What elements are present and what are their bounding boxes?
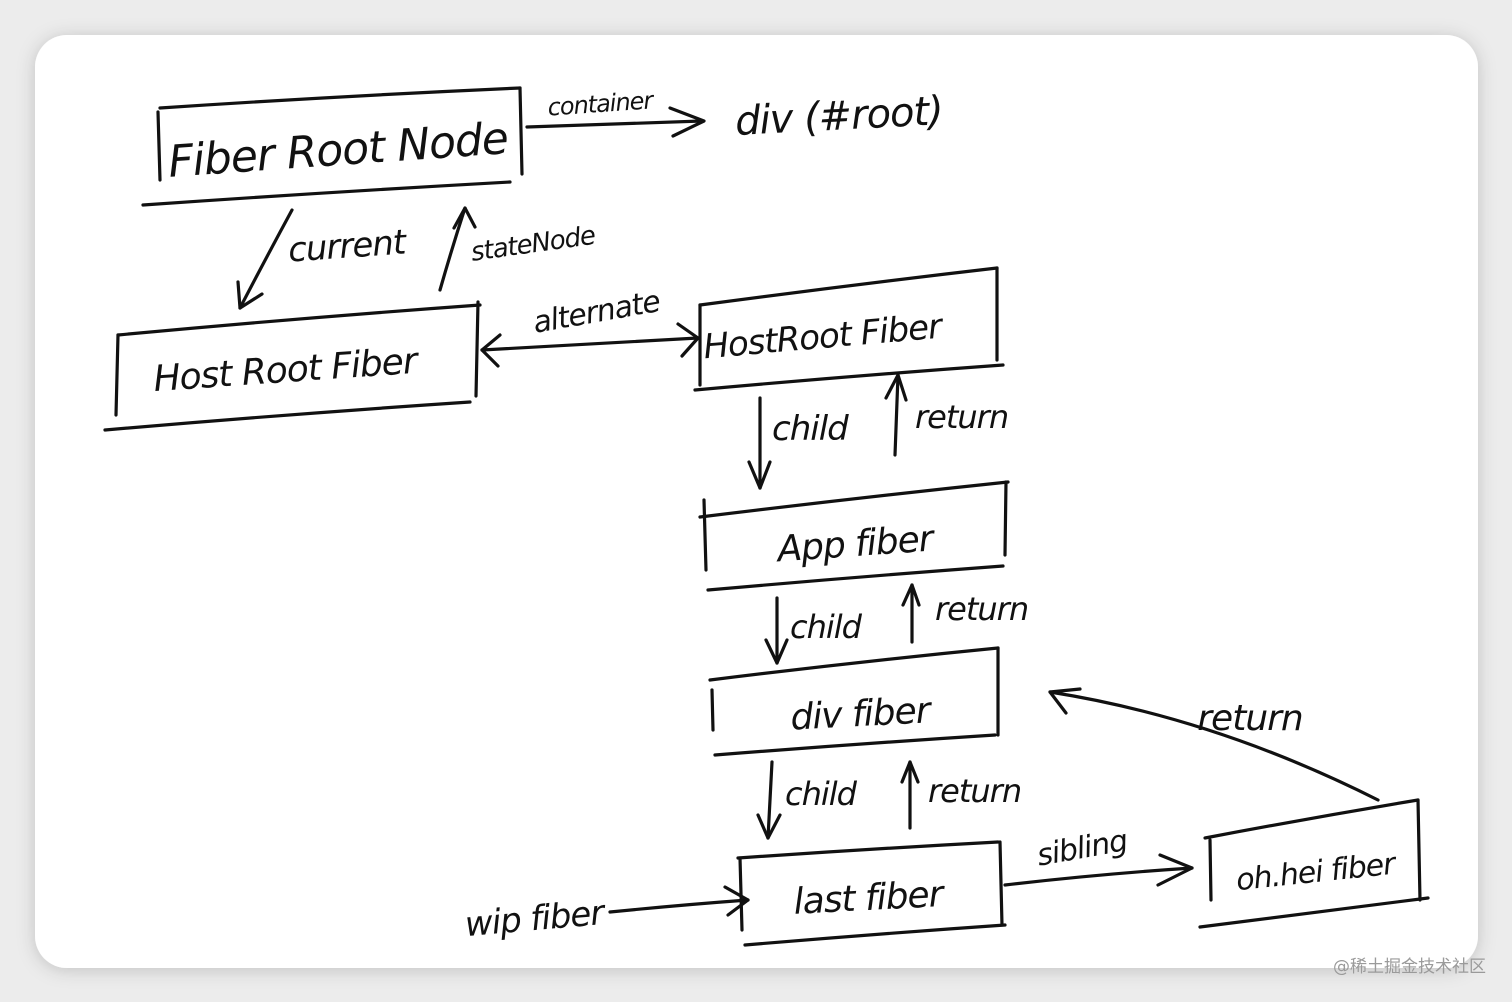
box-left-edge	[156, 110, 162, 182]
arrow-shaft	[1003, 866, 1194, 887]
box-bottom-edge	[713, 733, 997, 757]
box-left-edge	[114, 333, 120, 417]
return-edge-label: return	[935, 590, 1028, 628]
arrow-shaft	[238, 208, 294, 310]
box-right-edge	[1416, 798, 1422, 902]
arrow-head-left	[480, 333, 502, 368]
arrow-head	[884, 373, 908, 402]
oh-hei-return-arrow: return	[1048, 687, 1380, 802]
box-top-edge	[1203, 798, 1420, 840]
box-left-edge	[1208, 838, 1213, 902]
box-left-edge	[702, 498, 708, 572]
div-return-arrow: return	[901, 583, 1029, 644]
arrow-shaft	[480, 336, 700, 352]
root-dom-node-label: div (#root)	[734, 88, 944, 145]
box-top-edge	[698, 266, 999, 307]
box-top-edge	[158, 86, 522, 110]
arrow-head	[764, 638, 789, 665]
arrow-head	[668, 106, 706, 138]
arrow-head	[900, 760, 920, 784]
box-bottom-edge	[141, 180, 512, 207]
host-root-child-arrow: child	[747, 396, 850, 490]
box-right-edge	[474, 300, 480, 398]
arrow-head	[236, 280, 264, 310]
child-edge-label: child	[790, 608, 863, 646]
arrow-shaft	[1048, 690, 1380, 802]
arrow-head	[1048, 687, 1082, 715]
arrow-head	[901, 583, 921, 607]
arrow-head	[723, 885, 750, 917]
arrow-shaft	[608, 898, 750, 914]
arrow-shaft	[766, 760, 774, 840]
arrow-head	[756, 813, 782, 840]
arrow-head-right	[676, 322, 700, 358]
child-edge-label: child	[785, 775, 858, 813]
box-top-edge	[736, 840, 1000, 860]
last-return-arrow: return	[900, 760, 1022, 830]
box-left-edge	[710, 688, 715, 732]
watermark: @稀土掘金技术社区	[1333, 957, 1486, 977]
box-bottom-edge	[706, 564, 1005, 592]
box-top-edge	[698, 480, 1010, 519]
child-edge-label: child	[772, 409, 849, 449]
box-right-edge	[1003, 480, 1008, 557]
last-fiber-label: last fiber	[793, 874, 947, 923]
box-bottom-edge	[693, 363, 1005, 392]
app-child-arrow: child	[764, 596, 864, 665]
arrow-head	[747, 460, 772, 490]
box-right-edge	[518, 86, 524, 176]
box-bottom-edge	[743, 923, 1007, 947]
box-top-edge	[116, 303, 482, 337]
div-child-arrow: child	[756, 760, 859, 840]
arrow-shaft	[525, 119, 704, 129]
box-left-edge	[738, 856, 744, 932]
box-top-edge	[708, 646, 1000, 682]
box-bottom-edge	[1198, 896, 1430, 929]
last-fiber-box: last fiber	[736, 840, 1007, 947]
arrow-head	[452, 206, 477, 230]
return-edge-label: return	[915, 398, 1008, 436]
div-fiber-label: div fiber	[789, 690, 933, 738]
box-right-edge	[998, 840, 1004, 927]
box-bottom-edge	[103, 400, 472, 432]
arrow-shaft	[893, 373, 900, 457]
div-fiber-box: div fiber	[708, 646, 1000, 757]
return-edge-label: return	[1197, 698, 1303, 739]
current-edge-label: current	[287, 222, 409, 270]
return-edge-label: return	[928, 772, 1021, 810]
card-background	[35, 35, 1478, 968]
app-return-arrow: return	[884, 373, 1009, 457]
arrow-head	[1156, 853, 1194, 887]
current-arrow: current	[236, 208, 409, 310]
